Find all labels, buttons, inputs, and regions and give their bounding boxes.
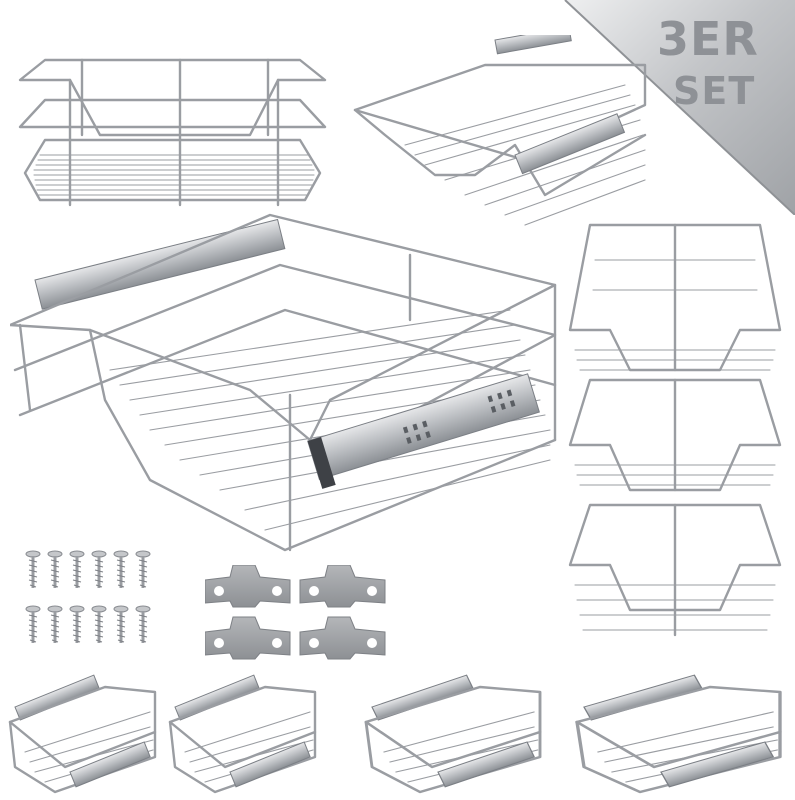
size-variant-3 [364,673,542,794]
main-basket-with-rails [10,210,570,560]
screws-set [25,550,165,660]
size-variant-2 [168,673,317,794]
badge-line-2: SET [673,69,756,113]
angled-basket-with-rails-top [345,35,665,235]
slide-rail-left [34,218,286,310]
mounting-brackets [205,565,395,665]
slide-rail-front [307,373,540,489]
stacked-basket-3 [568,503,782,637]
bracket-icon [205,565,291,608]
stacked-basket-2 [568,378,782,492]
front-view-basket [10,55,330,215]
slide-rail-back [494,35,572,55]
size-variants-row [5,672,795,797]
badge-line-1: 3ER [657,12,759,66]
size-variant-1 [8,674,157,794]
set-badge: 3ER SET [545,0,795,215]
slide-rail-front [514,113,626,175]
size-variant-4 [575,673,782,794]
stacked-basket-1 [568,223,782,372]
stacked-baskets-3 [565,220,785,640]
badge-background [564,0,795,215]
screw-icon [25,550,41,588]
